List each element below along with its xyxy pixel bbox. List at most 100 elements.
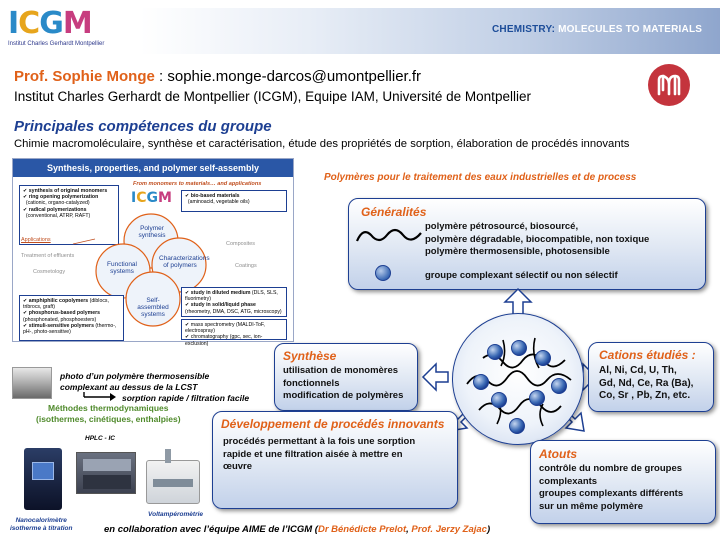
list-item: ✔ ring opening polymerization (cationic,… xyxy=(23,194,99,207)
atouts-line: groupes complexants différents xyxy=(539,488,684,499)
label-functional-systems: Functional systems xyxy=(107,261,137,275)
diagram-subtitle: From monomers to materials… and applicat… xyxy=(133,181,262,187)
synthesis-diagram: Synthesis, properties, and polymer self-… xyxy=(12,158,294,347)
voltampero-image xyxy=(146,449,200,504)
atouts-line: contrôle du nombre de groupes xyxy=(539,463,683,474)
competences-text: Chimie macromoléculaire, synthèse et car… xyxy=(14,138,630,150)
list-item: ✔ mass spectrometry (MALDI-ToF, electros… xyxy=(185,322,265,335)
list-item: ✔ synthesis of original monomers xyxy=(23,188,108,194)
list-item: ✔ chromatography (gpc, sec, ion-exclusio… xyxy=(185,334,263,347)
list-item: ✔ study in diluted medium (DLS, SLS, flu… xyxy=(185,290,278,303)
synthese-title: Synthèse xyxy=(283,349,337,363)
developpement-lines: procédés permettant à la fois une sorpti… xyxy=(223,436,415,474)
arrow-left xyxy=(421,362,449,392)
polymer-network-circle xyxy=(452,313,584,445)
list-item: ✔ amphiphilic copolymers (diblocs, tribr… xyxy=(23,298,109,311)
competences-title: Principales compétences du groupe xyxy=(14,118,272,135)
complexing-group-icon xyxy=(375,265,391,281)
icgm-logo-subtitle: Institut Charles Gerhardt Montpellier xyxy=(8,41,105,47)
developpement-line: œuvre xyxy=(223,461,253,472)
thermo-caption-line: complexant au dessus de la LCST xyxy=(60,382,198,392)
list-item: ✔ phosphorus-based polymers (phosphonate… xyxy=(23,310,100,323)
email-link[interactable]: sophie.monge-darcos@umontpellier.fr xyxy=(167,68,422,85)
thermo-arrow-text: sorption rapide / filtration facile xyxy=(122,393,250,403)
composites-label: Composites xyxy=(226,241,256,247)
list-item: ✔ stimuli-sensitive polymers (thermo-, p… xyxy=(23,322,117,336)
tagline-part1: CHEMISTRY: xyxy=(492,24,556,35)
hplc-label: HPLC - IC xyxy=(85,435,115,442)
cosmetology-label: Cosmetology xyxy=(33,269,66,275)
atouts-title: Atouts xyxy=(539,447,577,461)
label-characterizations: Characterizations of polymers xyxy=(159,255,210,269)
complexing-group-text: groupe complexant sélectif ou non sélect… xyxy=(425,270,618,281)
um-logo xyxy=(648,64,690,106)
applications-label: Applications xyxy=(21,237,51,243)
diagram-header: Synthesis, properties, and polymer self-… xyxy=(13,159,293,177)
cations-line: Al, Ni, Cd, U, Th, xyxy=(599,365,677,376)
institute-line: Institut Charles Gerhardt de Montpellier… xyxy=(14,89,531,104)
cations-lines: Al, Ni, Cd, U, Th, Gd, Nd, Ce, Ra (Ba), … xyxy=(599,365,693,403)
methods-line: Méthodes thermodynamiques xyxy=(48,403,169,413)
collab-suffix: ) xyxy=(486,524,491,535)
label-polymer-synthesis: Polymer synthesis xyxy=(138,225,166,239)
prof-name: Prof. Sophie Monge xyxy=(14,68,155,85)
developpement-title: Développement de procédés innovants xyxy=(221,417,445,431)
icgm-logo: ICGM Institut Charles Gerhardt Montpelli… xyxy=(8,8,133,54)
thermosensitive-polymer-photo xyxy=(12,367,52,399)
collab-name2: Prof. Jerzy Zajac xyxy=(411,524,487,535)
coatings-label: Coatings xyxy=(235,263,257,269)
bio-based-box: ✔ bio-based materials (aminoacid, vegeta… xyxy=(181,190,287,212)
methods-line: (isothermes, cinétiques, enthalpies) xyxy=(36,414,181,424)
thermo-caption: photo d’un polymère thermosensible compl… xyxy=(60,371,249,404)
diagram-circles xyxy=(72,213,207,327)
hplc-image xyxy=(76,452,136,494)
synthese-line: fonctionnels xyxy=(283,377,340,389)
collab-sep: , xyxy=(406,524,412,535)
synthese-lines: utilisation de monomères fonctionnels mo… xyxy=(283,365,403,403)
icgm-logo-text: ICGM xyxy=(8,6,93,41)
generalites-box: Généralités polymère pétrosourcé, biosou… xyxy=(348,198,706,290)
polymer-chain-icon xyxy=(355,228,422,242)
diagram-icgm-logo: ICGM xyxy=(131,190,177,210)
header-tagline: CHEMISTRY: MOLECULES TO MATERIALS xyxy=(492,24,702,35)
connector-line xyxy=(72,238,96,245)
list-item: ✔ radical polymerizations (conventional,… xyxy=(23,206,91,219)
nano-line: Nanocalorimètre xyxy=(15,517,67,524)
voltampero-label: Voltampéromètrie xyxy=(148,511,204,518)
right-subtitle: Polymères pour le traitement des eaux in… xyxy=(324,172,637,183)
header-gradient-band xyxy=(140,8,720,54)
circle-self-assembled xyxy=(125,271,181,327)
collab-prefix: en collaboration avec l’équipe AIME de l… xyxy=(104,524,318,535)
contact-line: Prof. Sophie Monge : sophie.monge-darcos… xyxy=(14,68,421,85)
nanocalorimeter-label: Nanocalorimètre isotherme à titration xyxy=(10,517,72,532)
atouts-line: sur un même polymère xyxy=(539,500,644,512)
label-self-assembled: Self-assembled systems xyxy=(137,297,169,318)
study-box: ✔ study in diluted medium (DLS, SLS, flu… xyxy=(181,287,287,317)
thermo-arrow-head xyxy=(110,393,116,401)
nano-line: isotherme à titration xyxy=(10,524,73,532)
thermo-caption-line: photo d’un polymère thermosensible xyxy=(60,371,210,381)
atouts-line: complexants xyxy=(539,475,598,487)
generalites-line: polymère thermosensible, photosensible xyxy=(425,246,610,257)
synthesis-list-box: ✔ synthesis of original monomers ✔ ring … xyxy=(19,185,119,245)
synthese-line: modification de polymères xyxy=(283,390,404,401)
nanocalorimeter-image xyxy=(24,448,62,510)
collaboration-line: en collaboration avec l’équipe AIME de l… xyxy=(104,524,490,535)
generalites-lines: polymère pétrosourcé, biosourcé, polymèr… xyxy=(425,221,649,259)
cations-title: Cations étudiés : xyxy=(599,348,696,362)
email-separator: : xyxy=(154,68,168,85)
copolymers-box: ✔ amphiphilic copolymers (diblocs, tribr… xyxy=(19,295,124,341)
tagline-part2: MOLECULES TO MATERIALS xyxy=(558,24,703,35)
analysis-box: ✔ mass spectrometry (MALDI-ToF, electros… xyxy=(181,319,287,347)
developpement-box: Développement de procédés innovants proc… xyxy=(212,411,458,509)
cations-line: Gd, Nd, Ce, Ra (Ba), xyxy=(599,377,694,389)
synthese-line: utilisation de monomères xyxy=(283,365,399,376)
cations-box: Cations étudiés : Al, Ni, Cd, U, Th, Gd,… xyxy=(588,342,714,412)
list-item: ✔ study in solid/liquid phase (rheometry… xyxy=(185,302,282,315)
atouts-lines: contrôle du nombre de groupes complexant… xyxy=(539,463,683,513)
cations-line: Co, Sr , Pb, Zn, etc. xyxy=(599,390,691,401)
generalites-line: polymère pétrosourcé, biosourcé, xyxy=(425,221,579,232)
treatment-label: Treatment of effluents xyxy=(21,253,75,259)
generalites-line: polymère dégradable, biocompatible, non … xyxy=(425,233,650,245)
collab-name1: Dr Bénédicte Prelot xyxy=(317,524,407,535)
